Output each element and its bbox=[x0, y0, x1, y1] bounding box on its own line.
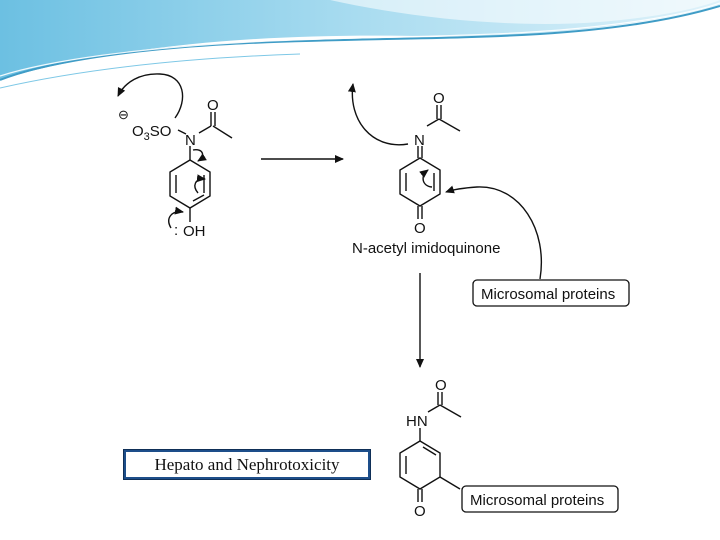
title-box: Hepato and Nephrotoxicity bbox=[123, 449, 371, 480]
reactant-lone-pair: : bbox=[174, 222, 178, 239]
product-hn-label: HN bbox=[406, 413, 428, 430]
intermediate-o-bottom-label: O bbox=[414, 220, 426, 237]
product-o-top-label: O bbox=[435, 377, 447, 394]
reactant-o-top-label: O bbox=[207, 97, 219, 114]
product-o-bottom-label: O bbox=[414, 503, 426, 520]
intermediate-o-top-label: O bbox=[433, 90, 445, 107]
title-box-label: Hepato and Nephrotoxicity bbox=[154, 454, 340, 474]
reagent-box-label: Microsomal proteins bbox=[481, 286, 615, 303]
reagent-box bbox=[472, 279, 630, 307]
reactant-n-label: N bbox=[185, 132, 196, 149]
reactant-o3so-label: O3SO bbox=[132, 123, 171, 143]
adduct-box-label: Microsomal proteins bbox=[470, 492, 604, 509]
reactant-oh-label: OH bbox=[183, 223, 206, 240]
adduct-box bbox=[461, 485, 619, 513]
reactant-charge: ⊖ bbox=[118, 107, 129, 122]
intermediate-n-label: N bbox=[414, 132, 425, 149]
header-wave-decoration bbox=[0, 0, 720, 89]
intermediate-name-caption: N-acetyl imidoquinone bbox=[352, 240, 500, 257]
